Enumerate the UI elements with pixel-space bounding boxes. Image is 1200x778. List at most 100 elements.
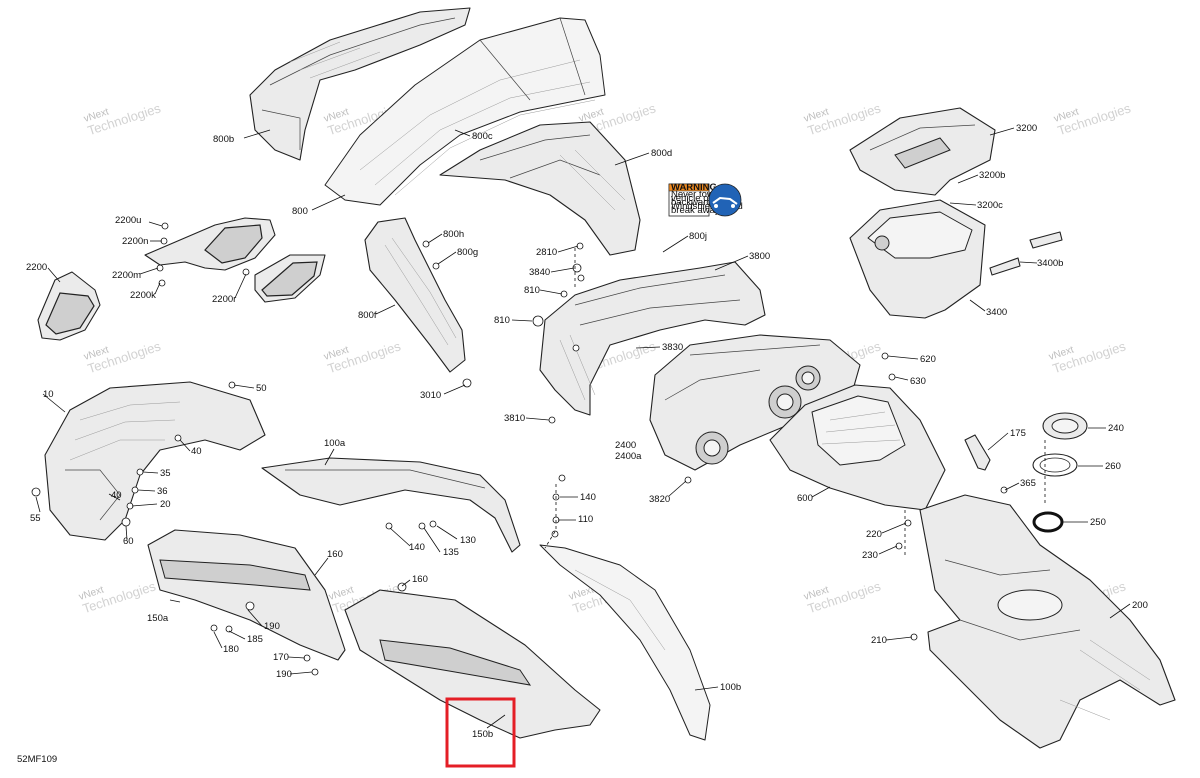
warning-header: WARNING — [671, 182, 717, 193]
callout-140-b: 140 — [409, 542, 425, 553]
watermark-text: Technologies — [806, 578, 883, 616]
callout-40-a: 40 — [191, 446, 202, 457]
callout-180: 180 — [223, 644, 239, 655]
fasteners — [31, 222, 1008, 676]
callout-630: 630 — [910, 376, 926, 387]
side-panel-150a — [147, 529, 346, 661]
callout-2200n: 2200n — [122, 236, 148, 247]
callout-190-b: 190 — [276, 669, 292, 680]
mirror-right-assembly — [144, 217, 326, 303]
callout-2200m: 2200m — [112, 270, 141, 281]
callout-2400a: 2400a — [615, 451, 642, 462]
bracket-800f — [364, 217, 466, 373]
callout-160-b: 160 — [412, 574, 428, 585]
warning-decal: WARNING Never tow this vehicle oriented … — [668, 182, 743, 217]
callout-3820: 3820 — [649, 494, 670, 505]
warning-line: Never tow this — [671, 189, 731, 200]
callout-2200r: 2200r — [212, 294, 236, 305]
warning-line: vehicle oriented — [671, 193, 738, 204]
callout-130: 130 — [460, 535, 476, 546]
callout-100b: 100b — [720, 682, 741, 693]
panel-800d — [439, 121, 641, 256]
highlight-box — [445, 697, 516, 768]
callout-150a: 150a — [147, 613, 169, 624]
mirror-left — [37, 271, 101, 341]
gasket-250 — [1032, 511, 1064, 533]
trim-100a — [261, 457, 521, 553]
gauge-housing-600 — [769, 384, 946, 511]
callout-2200u: 2200u — [115, 215, 141, 226]
callout-800j: 800j — [689, 231, 707, 242]
callout-60: 60 — [123, 536, 134, 547]
callout-3810: 3810 — [504, 413, 525, 424]
callout-3830: 3830 — [662, 342, 683, 353]
callout-3400b: 3400b — [1037, 258, 1063, 269]
callout-2810: 2810 — [536, 247, 557, 258]
bracket-175 — [964, 434, 991, 471]
callout-260: 260 — [1105, 461, 1121, 472]
callout-810-a: 810 — [524, 285, 540, 296]
watermark-text: Technologies — [86, 100, 163, 138]
console-200 — [919, 494, 1176, 749]
diagram-id: 52MF109 — [17, 754, 57, 765]
callout-365: 365 — [1020, 478, 1036, 489]
callout-3200c: 3200c — [977, 200, 1003, 211]
windshield-800 — [324, 17, 606, 206]
strip-3400b — [989, 231, 1063, 276]
watermark-text: Technologies — [81, 578, 158, 616]
callout-3200b: 3200b — [979, 170, 1005, 181]
callout-800h: 800h — [443, 229, 464, 240]
watermark-text: Technologies — [326, 338, 403, 376]
warning-line: backwards. — [671, 197, 719, 208]
callout-3400: 3400 — [986, 307, 1007, 318]
callout-220: 220 — [866, 529, 882, 540]
callout-40-b: 40 — [111, 490, 122, 501]
callout-170: 170 — [273, 652, 289, 663]
callout-3800: 3800 — [749, 251, 770, 262]
nose-cone-10 — [44, 381, 266, 541]
callout-55: 55 — [30, 513, 41, 524]
callout-600: 600 — [797, 493, 813, 504]
side-panel-150b — [344, 589, 601, 739]
callout-150b: 150b — [472, 729, 493, 740]
fuel-cap-ring-240 — [1042, 412, 1088, 440]
callout-labels: 800b 800 800c 800d 2200u 2200n 2200 2200… — [26, 123, 1148, 740]
callout-185: 185 — [247, 634, 263, 645]
callout-800d: 800d — [651, 148, 672, 159]
callout-2200k: 2200k — [130, 290, 156, 301]
callout-36: 36 — [157, 486, 168, 497]
callout-3200: 3200 — [1016, 123, 1037, 134]
callout-800c: 800c — [472, 131, 493, 142]
leader-lines — [35, 127, 1131, 729]
callout-810-b: 810 — [494, 315, 510, 326]
callout-230: 230 — [862, 550, 878, 561]
trim-100b — [539, 544, 711, 741]
callout-800b: 800b — [213, 134, 234, 145]
callout-250: 250 — [1090, 517, 1106, 528]
callout-160-a: 160 — [327, 549, 343, 560]
callout-100a: 100a — [324, 438, 346, 449]
callout-620: 620 — [920, 354, 936, 365]
watermark-text: Technologies — [1056, 100, 1133, 138]
callout-800: 800 — [292, 206, 308, 217]
ring-260 — [1032, 453, 1078, 477]
cover-3200 — [849, 107, 996, 196]
bin-3400 — [849, 199, 986, 319]
callout-140-a: 140 — [580, 492, 596, 503]
callout-240: 240 — [1108, 423, 1124, 434]
deflector-800b — [249, 7, 471, 161]
callout-190-a: 190 — [264, 621, 280, 632]
callout-135: 135 — [443, 547, 459, 558]
callout-210: 210 — [871, 635, 887, 646]
callout-175: 175 — [1010, 428, 1026, 439]
callout-20: 20 — [160, 499, 171, 510]
watermark-text: Technologies — [86, 338, 163, 376]
watermark-text: Technologies — [1051, 338, 1128, 376]
callout-800f: 800f — [358, 310, 377, 321]
callout-35: 35 — [160, 468, 171, 479]
callout-200: 200 — [1132, 600, 1148, 611]
warning-line: break away. — [671, 205, 722, 216]
callout-50: 50 — [256, 383, 267, 394]
callout-2400: 2400 — [615, 440, 636, 451]
